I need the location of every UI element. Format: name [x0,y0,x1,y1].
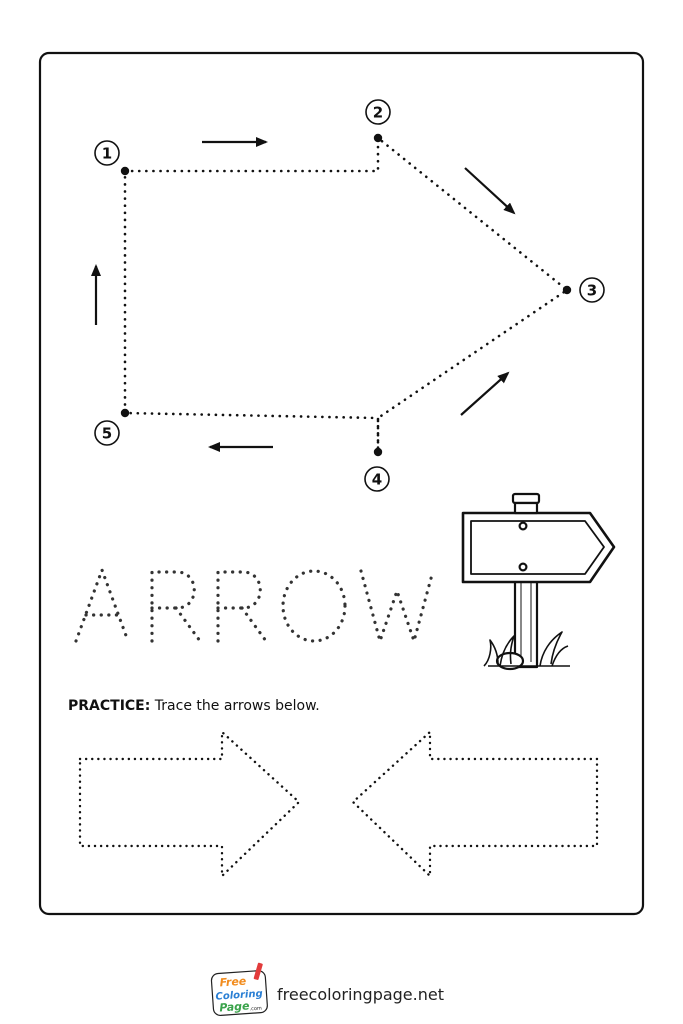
trace-letter-w: W [359,569,435,647]
vertex-dot-4 [373,447,383,457]
point-number: 1 [102,145,112,163]
trace-letter-r: R [216,570,268,643]
practice-arrow-right [78,729,301,879]
worksheet-border [38,51,645,916]
logo-text-free: Free [219,975,247,990]
point-number: 2 [373,104,383,122]
logo-text-coloring: Coloring [215,988,263,1002]
signpost-icon [461,492,616,671]
vertex-dots [120,133,572,457]
trace-letter-r: R [150,570,202,643]
direction-arrow-icon [464,167,516,215]
practice-label: PRACTICE: [68,698,150,714]
practice-instruction: PRACTICE: Trace the arrows below. [68,698,320,714]
footer-logo: Free Coloring Page .com [210,962,268,1017]
point-label-2: 2 [365,99,391,125]
vertex-dot-2 [373,133,383,143]
point-number: 3 [587,282,597,300]
point-label-1: 1 [94,140,120,166]
logo-text-dotcom: .com [249,1006,262,1013]
practice-arrow-left [351,729,599,879]
trace-letter-a: A [74,565,130,643]
vertex-dot-1 [120,166,130,176]
trace-arrow-shape [123,135,570,452]
direction-arrows [91,137,516,452]
point-label-3: 3 [579,277,605,303]
trace-letter-o: O [281,569,347,643]
logo-text-page: Page [219,999,250,1014]
point-number: 5 [102,425,112,443]
direction-arrow-icon [460,371,510,416]
trace-word: A R R O W [74,565,435,647]
point-number: 4 [372,471,382,489]
practice-text: Trace the arrows below. [150,698,319,714]
footer-site-name: freecoloringpage.net [277,985,444,1004]
point-label-5: 5 [94,420,120,446]
vertex-dot-5 [120,408,130,418]
point-label-4: 4 [364,466,390,492]
vertex-dot-3 [562,285,572,295]
